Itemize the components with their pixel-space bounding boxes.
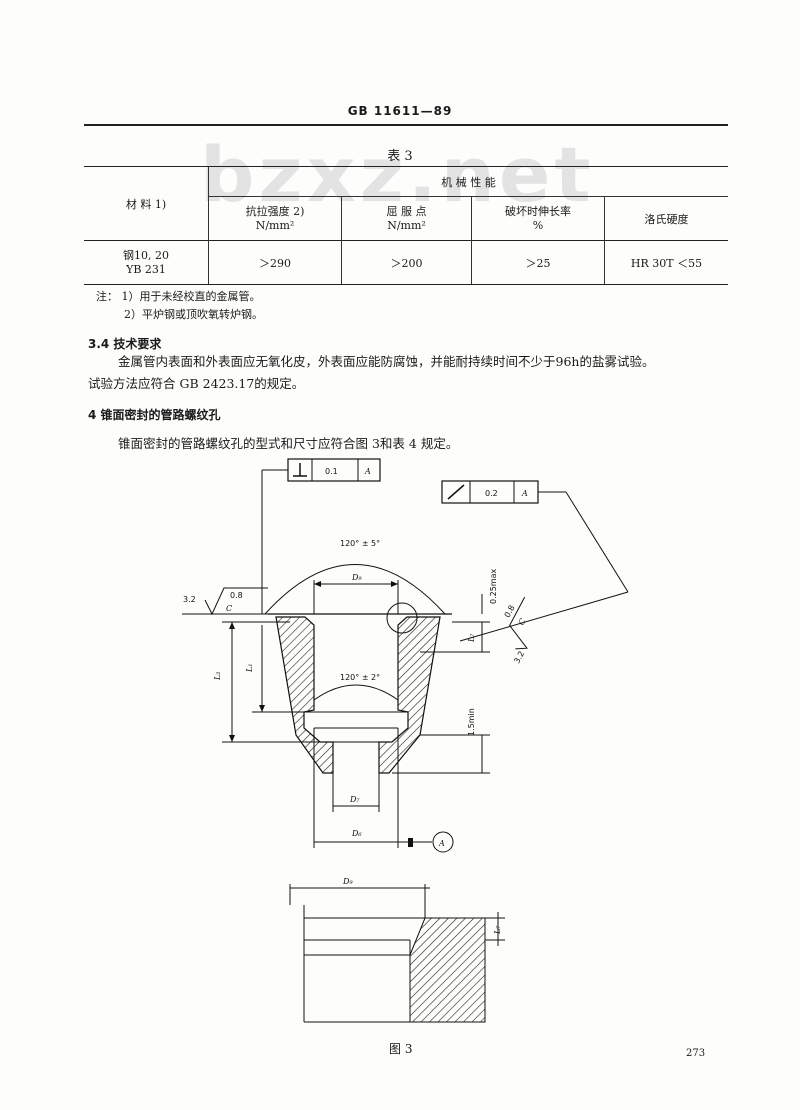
row-tensile: ＞290 — [208, 240, 342, 285]
svg-text:D₉: D₉ — [342, 877, 353, 886]
svg-text:D₇: D₇ — [349, 795, 360, 804]
section-3-4-title: 3.4 技术要求 — [88, 337, 162, 351]
header-hardness: 洛氏硬度 — [604, 196, 728, 241]
tolerance-frame-runout: 0.2 A — [441, 480, 629, 642]
header-material: 材 料 1) — [84, 166, 209, 241]
svg-text:0.1: 0.1 — [325, 467, 338, 476]
mechanical-properties-table: 材 料 1) 机 械 性 能 抗拉强度 2) N/mm² 屈 服 点 N/mm²… — [84, 166, 728, 285]
section-4-title: 4 锥面密封的管路螺纹孔 — [88, 408, 221, 422]
section-4-text: 锥面密封的管路螺纹孔的型式和尺寸应符合图 3和表 4 规定。 — [118, 436, 459, 451]
svg-text:A: A — [438, 839, 445, 848]
detail-view: D₉ L₇ — [289, 877, 505, 1023]
svg-text:D₉: D₉ — [351, 573, 362, 582]
svg-text:3.2: 3.2 — [512, 650, 526, 665]
figure-caption: 图 3 — [389, 1042, 413, 1056]
header-mechanical: 机 械 性 能 — [208, 166, 728, 197]
svg-text:L₇: L₇ — [493, 925, 502, 935]
port-section — [268, 613, 452, 774]
svg-text:0.2: 0.2 — [485, 489, 498, 498]
section-3-4-text-2: 试验方法应符合 GB 2423.17的规定。 — [88, 376, 305, 391]
svg-text:0.8: 0.8 — [230, 591, 243, 600]
svg-text:A: A — [521, 489, 528, 498]
svg-text:120° ± 2°: 120° ± 2° — [340, 673, 380, 682]
svg-text:D₆: D₆ — [351, 829, 362, 838]
svg-text:C: C — [517, 617, 528, 627]
section-3-4-text: 金属管内表面和外表面应无氧化皮，外表面应能防腐蚀，并能耐持续时间不少于96h的盐… — [118, 354, 655, 369]
svg-text:1.5min: 1.5min — [467, 708, 476, 736]
note-1: 1）用于未经校直的金属管。 — [121, 290, 261, 303]
svg-text:L₁: L₁ — [245, 663, 254, 673]
svg-text:3.2: 3.2 — [183, 595, 196, 604]
header-rule — [84, 124, 728, 126]
header-elongation: 破坏时伸长率 % — [471, 196, 605, 241]
row-yield: ＞200 — [341, 240, 472, 285]
svg-text:C: C — [226, 604, 232, 613]
svg-text:0.25max: 0.25max — [489, 568, 498, 604]
row-elongation: ＞25 — [471, 240, 605, 285]
svg-text:120° ± 5°: 120° ± 5° — [340, 539, 380, 548]
roughness-symbol-a: 3.2 0.8 C — [182, 587, 270, 616]
row-hardness: HR 30T ＜55 — [604, 240, 728, 285]
header-tensile: 抗拉强度 2) N/mm² — [208, 196, 342, 241]
page-number: 273 — [686, 1048, 706, 1059]
note-2: 2）平炉钢或顶吹氧转炉钢。 — [124, 308, 263, 321]
row-material: 钢10, 20 YB 231 — [84, 240, 209, 285]
svg-text:L₂: L₂ — [213, 671, 222, 681]
standard-header: GB 11611—89 — [347, 104, 453, 118]
table-notes: 注： 1）用于未经校直的金属管。 2）平炉钢或顶吹氧转炉钢。 — [96, 288, 263, 324]
header-yield: 屈 服 点 N/mm² — [341, 196, 472, 241]
svg-text:A: A — [364, 467, 371, 476]
table-title: 表 3 — [387, 149, 413, 164]
svg-text:L₇: L₇ — [467, 633, 476, 643]
tolerance-frame-perpendicular: 0.1 A — [261, 458, 381, 614]
